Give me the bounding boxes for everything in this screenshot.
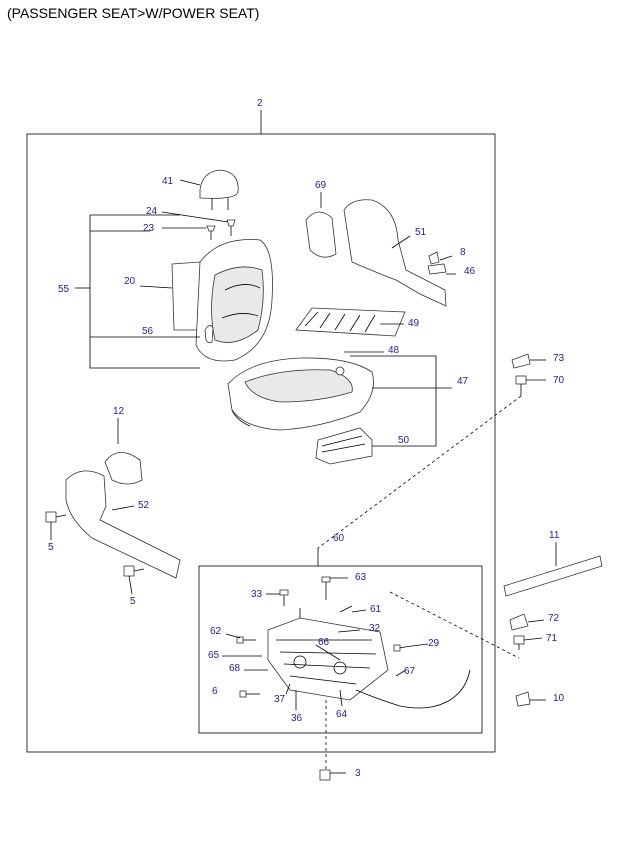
callout-60: 60	[333, 533, 345, 544]
callout-41: 41	[162, 176, 174, 187]
callout-labels: 2 41 24 23 55 20 56 69 51 8 46 49 48 47 …	[48, 98, 565, 779]
callout-64: 64	[336, 709, 348, 720]
callout-51: 51	[415, 227, 427, 238]
callout-73: 73	[553, 353, 565, 364]
callout-36: 36	[291, 713, 303, 724]
callout-61: 61	[370, 604, 382, 615]
callout-69: 69	[315, 180, 327, 191]
callout-11: 11	[549, 530, 560, 541]
callout-72: 72	[548, 613, 560, 624]
callout-32: 32	[369, 623, 381, 634]
callout-65: 65	[208, 650, 220, 661]
callout-20: 20	[124, 276, 136, 287]
callout-3: 3	[355, 768, 361, 779]
diagram-title: (PASSENGER SEAT>W/POWER SEAT)	[7, 5, 260, 21]
wire-harness-part	[355, 669, 471, 709]
cushion-pan-part	[295, 307, 406, 337]
callout-12: 12	[113, 406, 125, 417]
seat-track-part	[315, 427, 373, 465]
callout-8: 8	[460, 247, 466, 258]
seat-back-part	[171, 239, 273, 362]
lower-right-parts	[509, 613, 531, 707]
callout-24: 24	[146, 206, 158, 217]
callout-23: 23	[143, 223, 155, 234]
callout-33: 33	[251, 589, 263, 600]
callout-29: 29	[428, 638, 440, 649]
power-mechanism-part	[267, 605, 389, 701]
callout-56: 56	[142, 326, 154, 337]
callout-5-upper: 5	[48, 542, 54, 553]
trim-strip-part	[503, 555, 603, 597]
callout-63: 63	[355, 572, 367, 583]
callout-67: 67	[404, 666, 416, 677]
callout-46: 46	[464, 266, 476, 277]
callout-66: 66	[318, 637, 330, 648]
callout-5-lower: 5	[130, 596, 136, 607]
headrest-part	[199, 169, 239, 210]
callout-50: 50	[398, 435, 410, 446]
side-cover-part	[305, 199, 447, 307]
power-seat-frame	[198, 565, 483, 734]
callout-37: 37	[274, 694, 286, 705]
seat-cushion-part	[227, 357, 374, 431]
callout-10: 10	[553, 693, 565, 704]
callout-62: 62	[210, 626, 222, 637]
callout-2: 2	[257, 98, 263, 109]
callout-71: 71	[546, 633, 558, 644]
recliner-lever-part	[204, 325, 214, 344]
callout-6: 6	[212, 686, 218, 697]
callout-68: 68	[229, 663, 241, 674]
leader-lines	[50, 179, 557, 774]
callout-49: 49	[408, 318, 420, 329]
recliner-hinge-part	[65, 470, 181, 579]
callout-48: 48	[388, 345, 400, 356]
screw-parts	[236, 576, 413, 781]
callout-55: 55	[58, 284, 70, 295]
recliner-cover-part	[104, 452, 143, 485]
callout-52: 52	[138, 500, 150, 511]
right-small-parts	[511, 353, 531, 396]
callout-47: 47	[457, 376, 469, 387]
headrest-guide-parts	[206, 219, 236, 240]
clip-part	[335, 366, 345, 376]
callout-70: 70	[553, 375, 565, 386]
